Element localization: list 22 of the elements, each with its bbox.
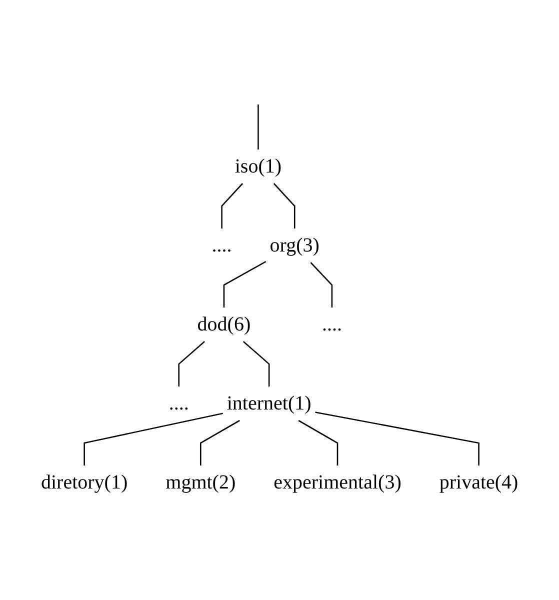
connector-line — [84, 412, 223, 466]
connector-line — [257, 104, 259, 150]
connector-line — [242, 341, 270, 386]
connector-line — [315, 412, 480, 466]
node-label: .... — [168, 392, 189, 414]
node-label: diretory(1) — [40, 472, 128, 494]
node-label: private(4) — [439, 472, 518, 494]
connector-line — [178, 341, 205, 386]
node-label: mgmt(2) — [166, 472, 236, 494]
node-label: .... — [212, 234, 232, 256]
node-label: iso(1) — [234, 156, 282, 178]
node-label: .... — [322, 314, 342, 336]
connector-line — [310, 262, 332, 308]
node-label: internet(1) — [226, 392, 312, 414]
node-label: experimental(3) — [274, 472, 402, 494]
connector-line — [221, 183, 243, 228]
node-label: org(3) — [270, 234, 320, 256]
connector-line — [298, 420, 338, 466]
connector-line — [223, 261, 266, 308]
connector-line — [273, 183, 296, 228]
node-label: dod(6) — [197, 314, 251, 336]
connector-line — [200, 420, 240, 466]
